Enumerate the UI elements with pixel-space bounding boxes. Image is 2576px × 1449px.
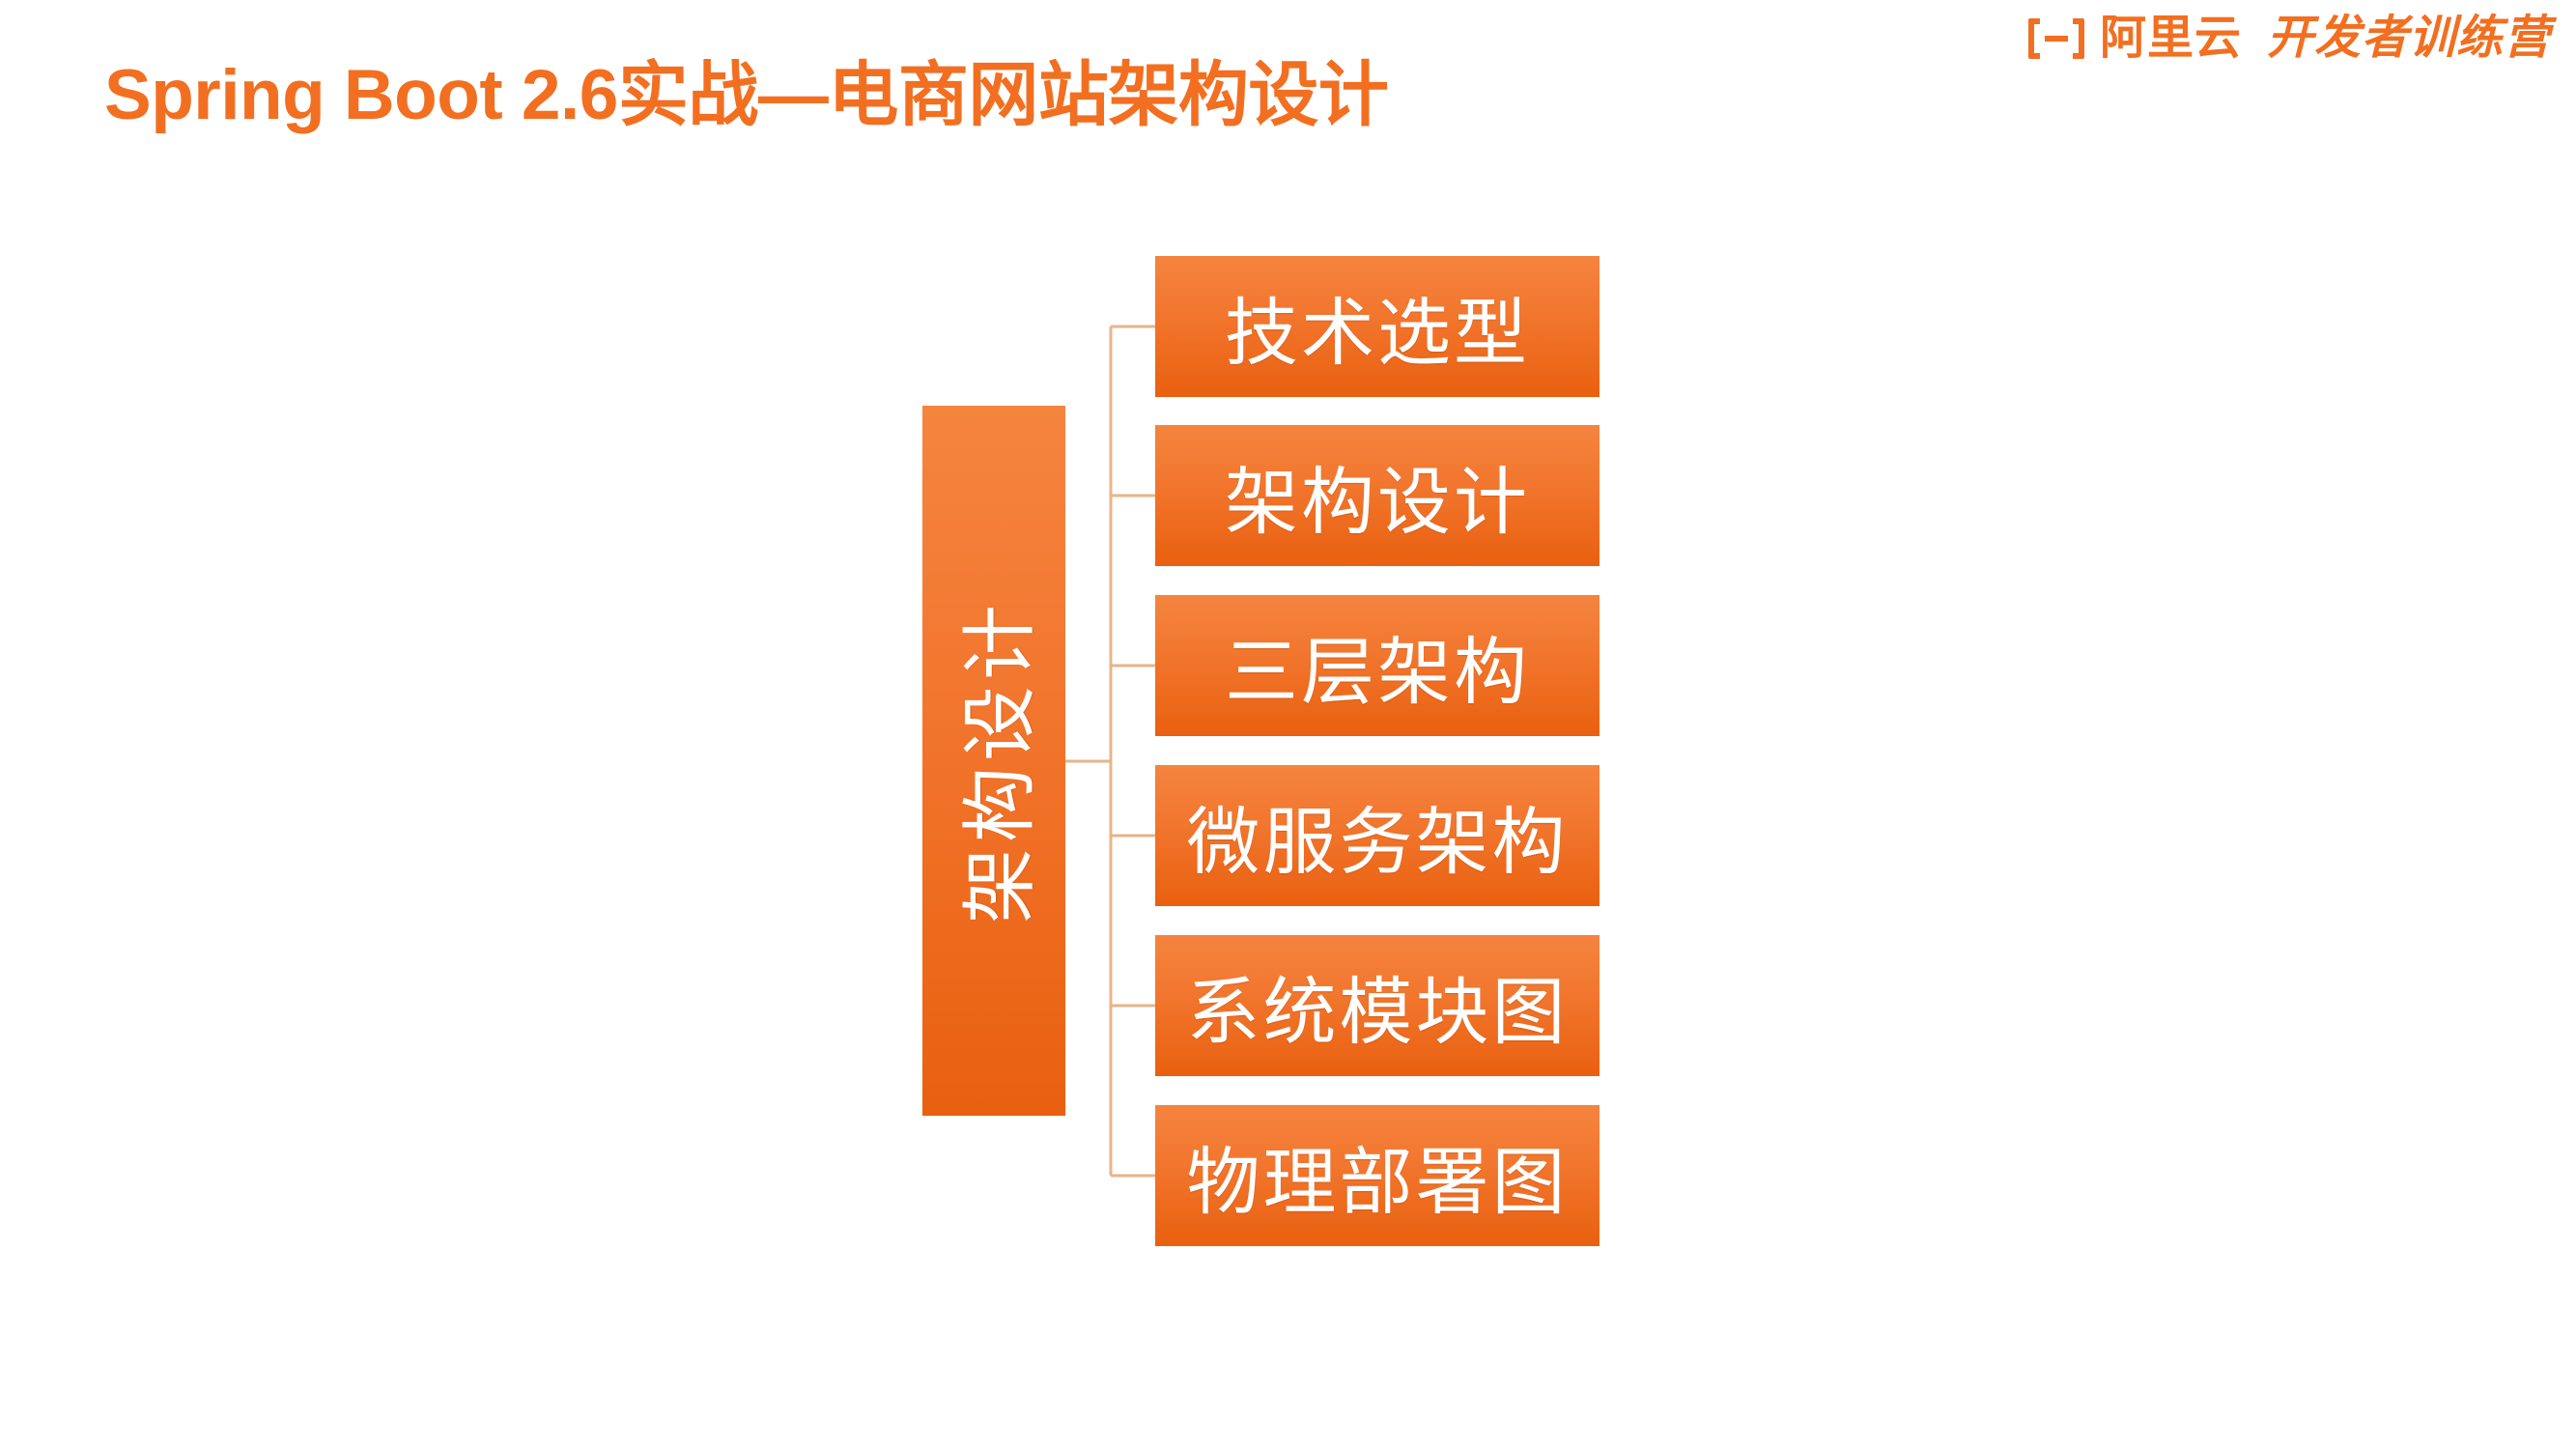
- diagram-node-label: 三层架构: [1225, 632, 1530, 714]
- diagram-node-label: 技术选型: [1225, 293, 1530, 375]
- diagram-node-microservice-architecture[interactable]: 微服务架构: [1155, 765, 1599, 906]
- brand-program-name: 开发者训练营: [2266, 13, 2551, 64]
- diagram-root-node[interactable]: 架构设计: [922, 406, 1065, 1116]
- diagram-node-architecture-design[interactable]: 架构设计: [1155, 425, 1599, 566]
- diagram-node-technology-selection[interactable]: 技术选型: [1155, 256, 1599, 397]
- diagram-node-label: 架构设计: [1225, 462, 1530, 544]
- brand-logo: 阿里云 开发者训练营: [2026, 15, 2551, 62]
- page-title: Spring Boot 2.6实战—电商网站架构设计: [104, 56, 1389, 134]
- diagram-node-system-module-diagram[interactable]: 系统模块图: [1155, 935, 1599, 1076]
- diagram-node-three-tier-architecture[interactable]: 三层架构: [1155, 595, 1599, 736]
- diagram-node-label: 系统模块图: [1186, 972, 1569, 1054]
- diagram-root-label: 架构设计: [957, 598, 1043, 923]
- diagram-node-physical-deployment-diagram[interactable]: 物理部署图: [1155, 1105, 1599, 1246]
- brand-company-name: 阿里云: [2099, 13, 2242, 64]
- alibaba-cloud-bracket-icon: [2026, 15, 2086, 62]
- diagram-node-label: 微服务架构: [1186, 802, 1569, 884]
- diagram-node-label: 物理部署图: [1186, 1142, 1569, 1224]
